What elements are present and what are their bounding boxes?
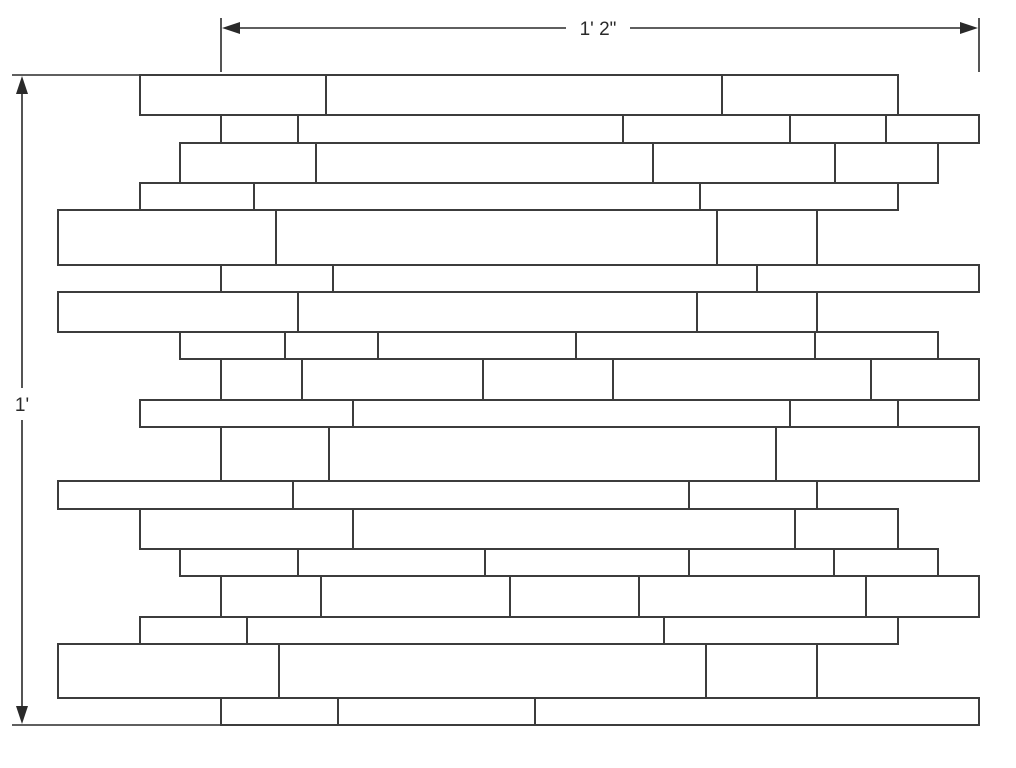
tile (638, 575, 867, 618)
tile (297, 114, 624, 144)
tile (756, 264, 980, 293)
tile (814, 331, 939, 360)
tile-row (220, 358, 980, 401)
tile (57, 480, 294, 510)
tile (179, 142, 317, 184)
tile (696, 291, 818, 333)
tile (575, 331, 816, 360)
tile-row (57, 291, 818, 333)
tile-row (220, 264, 980, 293)
tile (885, 114, 980, 144)
tile (612, 358, 872, 401)
tile (622, 114, 791, 144)
tile-row (57, 643, 818, 699)
tile (139, 616, 248, 645)
width-dimension-label: 1' 2" (580, 19, 617, 40)
tile (352, 399, 791, 428)
tile (315, 142, 654, 184)
tile (865, 575, 980, 618)
tile (320, 575, 511, 618)
tile-row (57, 480, 818, 510)
tile (688, 548, 835, 577)
tile (332, 264, 758, 293)
tile (284, 331, 379, 360)
tile (139, 508, 354, 550)
tile-row (220, 114, 980, 144)
tile (220, 575, 322, 618)
tile (482, 358, 614, 401)
tile-row (179, 331, 939, 360)
tile (688, 480, 818, 510)
tile (253, 182, 701, 211)
height-dimension-top-arrow-icon (16, 76, 28, 94)
tile (301, 358, 484, 401)
tile (57, 643, 280, 699)
tile (297, 548, 486, 577)
tile (833, 548, 939, 577)
width-dimension-left-arrow-icon (222, 22, 240, 34)
height-dimension: 1' (12, 74, 221, 726)
tile (377, 331, 577, 360)
tile (220, 114, 299, 144)
tile-row (139, 182, 899, 211)
tile (352, 508, 796, 550)
tile (139, 399, 354, 428)
tile (220, 264, 334, 293)
tile (275, 209, 718, 266)
width-dimension-right-arrow-icon (960, 22, 978, 34)
tile (278, 643, 707, 699)
tile (292, 480, 690, 510)
tile (297, 291, 698, 333)
height-dimension-bottom-arrow-icon (16, 706, 28, 724)
tile (57, 291, 299, 333)
tile-row (139, 508, 899, 550)
tile (484, 548, 690, 577)
tile (220, 426, 330, 482)
tile-grid (57, 74, 980, 726)
tile-row (139, 399, 899, 428)
tile-row (57, 209, 818, 266)
tile-row (139, 74, 899, 116)
tile (652, 142, 836, 184)
tile (328, 426, 777, 482)
tile (179, 548, 299, 577)
tile (509, 575, 640, 618)
tile (220, 697, 339, 726)
tile (721, 74, 899, 116)
tile-row (139, 616, 899, 645)
tile-row (220, 575, 980, 618)
tile (794, 508, 899, 550)
tile (220, 358, 303, 401)
tile (775, 426, 980, 482)
tile (179, 331, 286, 360)
tile-row (220, 697, 980, 726)
tile (789, 114, 887, 144)
tile-row (220, 426, 980, 482)
tile (789, 399, 899, 428)
tile (139, 182, 255, 211)
tile (870, 358, 980, 401)
tile (57, 209, 277, 266)
tile (337, 697, 536, 726)
tile (325, 74, 723, 116)
tile (834, 142, 939, 184)
tile (705, 643, 818, 699)
tile (663, 616, 899, 645)
tile (716, 209, 818, 266)
tile-row (179, 142, 939, 184)
height-dimension-label: 1' (15, 395, 29, 416)
tile (699, 182, 899, 211)
tile (139, 74, 327, 116)
tile-row (179, 548, 939, 577)
width-dimension: 1' 2" (220, 18, 980, 72)
tile (534, 697, 980, 726)
tile (246, 616, 665, 645)
